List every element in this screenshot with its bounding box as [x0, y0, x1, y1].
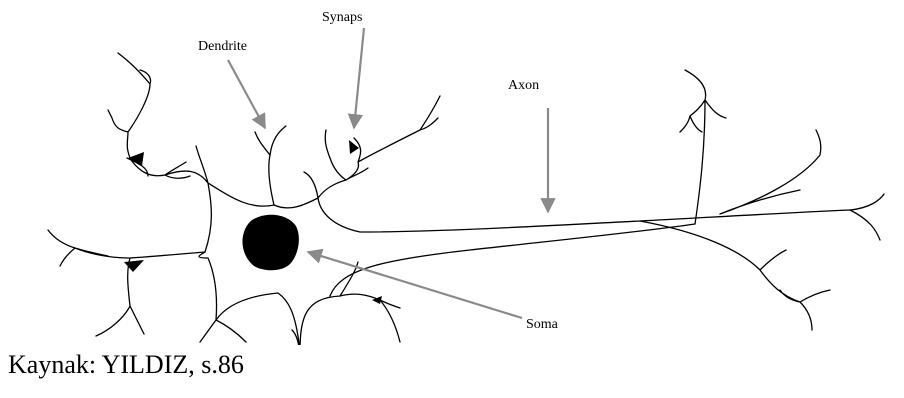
soma-label: Soma	[526, 317, 559, 332]
dendrite-lower	[200, 262, 400, 345]
dendrite-left	[48, 230, 205, 336]
dendrite-upper-left	[108, 53, 208, 183]
synaps-label: Synaps	[322, 10, 362, 25]
axon-terminals	[640, 70, 884, 330]
dendrite-pointer	[228, 60, 265, 128]
source-caption: Kaynak: YILDIZ, s.86	[8, 350, 244, 380]
synaps-pointer	[354, 28, 364, 128]
synapse-knob-left	[124, 260, 144, 272]
dendrite-upper-center	[255, 126, 286, 155]
dendrite-label: Dendrite	[198, 39, 247, 54]
neuron-illustration: Synaps Dendrite Axon Soma	[0, 0, 904, 345]
dendrite-upper-right	[304, 96, 440, 198]
axon-label: Axon	[508, 78, 539, 93]
synapse-knob-upper-left	[128, 152, 144, 166]
nucleus	[242, 215, 298, 271]
soma-pointer	[308, 252, 522, 318]
